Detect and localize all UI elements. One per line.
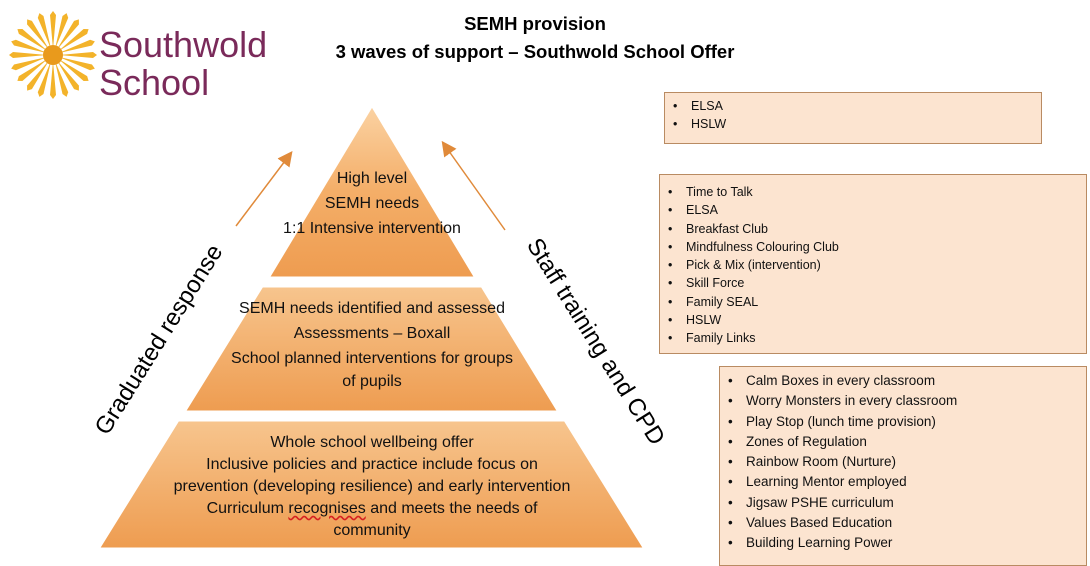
list-item: Family Links bbox=[668, 329, 1078, 348]
list-item: Learning Mentor employed bbox=[728, 472, 1078, 493]
bottom-tier-line: Curriculum recognises and meets the need… bbox=[140, 498, 604, 520]
list-item: Jigsaw PSHE curriculum bbox=[728, 493, 1078, 514]
list-item: Skill Force bbox=[668, 274, 1078, 293]
list-item: Values Based Education bbox=[728, 513, 1078, 534]
list-item: HSLW bbox=[668, 311, 1078, 330]
list-item: Family SEAL bbox=[668, 293, 1078, 312]
list-item: Calm Boxes in every classroom bbox=[728, 371, 1078, 392]
bottom-tier-fragment: Curriculum bbox=[206, 500, 289, 517]
middle-tier-line: of pupils bbox=[342, 373, 402, 390]
bottom-tier-line: Whole school wellbeing offer bbox=[270, 434, 474, 451]
list-item: Breakfast Club bbox=[668, 220, 1078, 239]
wave1-support-box: Calm Boxes in every classroom Worry Mons… bbox=[719, 366, 1087, 566]
top-tier-line: SEMH needs bbox=[324, 195, 420, 212]
pyramid-tier-bottom bbox=[96, 418, 647, 549]
list-item: Play Stop (lunch time provision) bbox=[728, 412, 1078, 433]
list-item: Zones of Regulation bbox=[728, 432, 1078, 453]
pyramid-diagram bbox=[96, 102, 647, 549]
middle-tier-line: School planned interventions for groups bbox=[231, 350, 513, 367]
right-arrow bbox=[441, 140, 506, 231]
page-title: SEMH provision 3 waves of support – Sout… bbox=[300, 10, 770, 66]
left-arrow bbox=[235, 151, 293, 227]
list-item: ELSA bbox=[673, 97, 1033, 115]
bottom-tier-text: Whole school wellbeing offer Inclusive p… bbox=[140, 432, 604, 542]
bottom-tier-line: Inclusive policies and practice include … bbox=[206, 456, 538, 473]
bottom-tier-line: community bbox=[333, 522, 411, 539]
bottom-tier-fragment: and meets the needs of bbox=[365, 500, 538, 517]
list-item: ELSA bbox=[668, 201, 1078, 220]
pyramid-tier-middle bbox=[181, 284, 562, 414]
title-line-1: SEMH provision bbox=[464, 13, 606, 34]
list-item: HSLW bbox=[673, 115, 1033, 133]
logo-text: Southwold School bbox=[99, 26, 267, 102]
top-tier-line: High level bbox=[336, 170, 408, 187]
logo-line-1: Southwold bbox=[99, 24, 268, 65]
middle-tier-line: Assessments – Boxall bbox=[293, 325, 451, 342]
wave2-support-box: Time to Talk ELSA Breakfast Club Mindful… bbox=[659, 174, 1087, 354]
list-item: Time to Talk bbox=[668, 183, 1078, 202]
bottom-tier-line: prevention (developing resilience) and e… bbox=[173, 478, 571, 495]
wave3-support-box: ELSA HSLW bbox=[664, 92, 1042, 144]
title-line-2: 3 waves of support – Southwold School Of… bbox=[335, 41, 735, 62]
middle-tier-text: SEMH needs identified and assessed Asses… bbox=[196, 296, 548, 393]
logo-line-2: School bbox=[99, 62, 210, 103]
list-item: Building Learning Power bbox=[728, 533, 1078, 554]
list-item: Pick & Mix (intervention) bbox=[668, 256, 1078, 275]
top-tier-text: High level SEMH needs 1:1 Intensive inte… bbox=[272, 166, 472, 241]
pyramid-tier-top bbox=[265, 102, 479, 280]
list-item: Mindfulness Colouring Club bbox=[668, 238, 1078, 257]
list-item: Worry Monsters in every classroom bbox=[728, 391, 1078, 412]
sun-icon bbox=[9, 11, 97, 99]
spellcheck-word: recognises bbox=[288, 500, 366, 517]
top-tier-line: 1:1 Intensive intervention bbox=[283, 220, 461, 237]
list-item: Rainbow Room (Nurture) bbox=[728, 452, 1078, 473]
middle-tier-line: SEMH needs identified and assessed bbox=[239, 300, 505, 317]
school-logo: Southwold School bbox=[8, 10, 268, 102]
